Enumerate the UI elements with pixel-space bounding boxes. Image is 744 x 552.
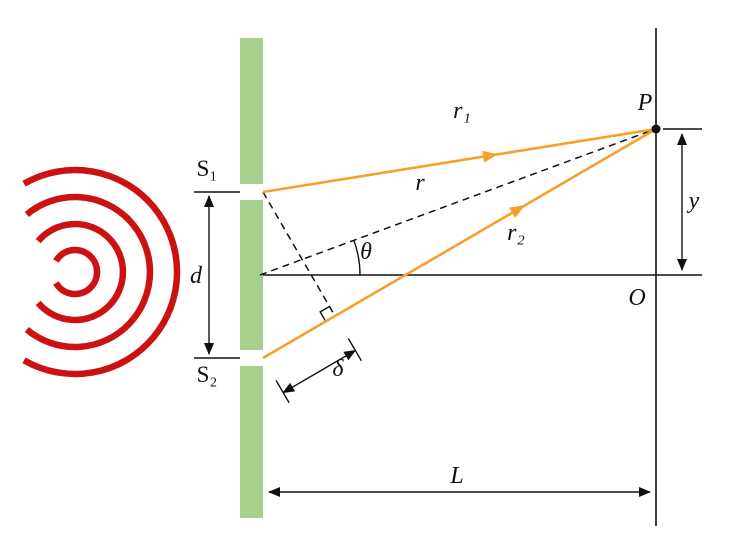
label-r1: r₁ xyxy=(453,98,471,124)
delta-tick-left xyxy=(275,380,290,404)
barrier xyxy=(240,38,263,518)
delta-dimension-arrow xyxy=(282,349,357,394)
wavefront-arc xyxy=(24,193,154,351)
barrier-segment-middle xyxy=(240,200,263,350)
label-theta: θ xyxy=(360,239,372,265)
label-r: r xyxy=(415,170,425,196)
right-angle-marker xyxy=(319,305,331,322)
ray-r1-line xyxy=(262,127,657,194)
barrier-segment-bottom xyxy=(240,366,263,518)
ray-r-dashed-line xyxy=(259,130,651,276)
label-y: y xyxy=(687,188,700,214)
theta-angle-arc xyxy=(353,240,361,276)
label-s1: S₁ xyxy=(197,156,218,181)
point-p-dot xyxy=(651,124,661,134)
wavefront-arc xyxy=(35,220,127,324)
label-delta: δ xyxy=(332,356,344,382)
wavefront-arc xyxy=(22,166,181,378)
label-p: P xyxy=(637,90,653,116)
label-L: L xyxy=(449,463,463,489)
label-d: d xyxy=(190,263,203,289)
wavefront-arc xyxy=(53,246,101,298)
label-s2: S₂ xyxy=(197,362,218,387)
barrier-segment-top xyxy=(240,38,263,184)
wavefront-arcs xyxy=(22,166,181,378)
ray-r2-line xyxy=(262,127,657,360)
delta-tick-right xyxy=(347,338,363,362)
perpendicular-dashed-line xyxy=(262,191,336,317)
label-o: O xyxy=(628,285,645,311)
label-r2: r₂ xyxy=(507,220,525,246)
